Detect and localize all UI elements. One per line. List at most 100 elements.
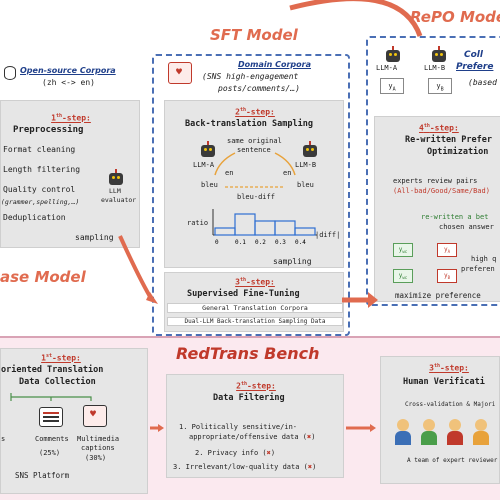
ywc-box-1: ywc [393, 243, 413, 257]
open-source-corpora-header: Open-source Corpora (zh <-> en) [0, 60, 138, 100]
llm-evaluator-label-2: evaluator [101, 196, 137, 204]
sft-sampling-label: sampling [273, 257, 312, 266]
back-translation-arrows [214, 152, 296, 188]
rewritten-title-1: Re-written Prefer [405, 135, 492, 145]
repo-model-title: RePO Mode [410, 8, 500, 26]
item-format-cleaning: Format cleaning [3, 145, 76, 154]
rewritten-title-2: Optimization [427, 147, 489, 157]
bleu-label-b: bleu [297, 181, 314, 189]
llm-evaluator-label-1: LLM [109, 187, 121, 195]
comments-pct-label: (25%) [39, 449, 61, 457]
open-source-corpora-title: Open-source Corpora [20, 66, 116, 75]
multimedia-label-1: Multimedia [77, 435, 120, 443]
sft-finetuning-panel: 3th-step: Supervised Fine-Tuning General… [164, 272, 344, 332]
experts-review-label: experts review pairs [393, 177, 478, 185]
base-model-title: ase Model [0, 268, 86, 286]
domain-corpora-sub-2: posts/comments/…) [218, 84, 300, 93]
item-length-filtering: Length filtering [3, 165, 81, 174]
coll-label: Coll [464, 50, 483, 60]
based-label: (based [468, 78, 497, 87]
open-source-corpora-sub: (zh <-> en) [42, 78, 95, 87]
preprocessing-title: Preprocessing [13, 125, 84, 135]
high-quality-label-1: high q [471, 255, 497, 263]
repo-llm-a-label: LLM-A [376, 64, 398, 72]
bench-step2-label: 2th-step: [236, 381, 276, 391]
llm-a-robot-icon [201, 141, 215, 157]
sft-title: Supervised Fine-Tuning [187, 289, 300, 299]
multimedia-icon: ♥ [83, 405, 107, 427]
repo-llm-a-icon [386, 46, 400, 62]
bench-step1-title-2: Data Collection [19, 377, 96, 387]
llm-b-robot-icon [303, 141, 317, 157]
domain-corpora-header: ♥ Domain Corpora (SNS high-engagement po… [158, 58, 344, 98]
domain-corpora-title: Domain Corpora [238, 60, 311, 69]
filter-item-1b: appropriate/offensive data (✖) [189, 433, 316, 441]
en-label-b: en [283, 169, 292, 177]
sft-step3-label: 3th-step: [235, 277, 275, 287]
sft-panel [152, 54, 350, 336]
diff-axis-label: |diff| [315, 231, 341, 239]
sampling-label: sampling [75, 233, 114, 242]
preprocessing-panel: 1th-step: Preprocessing Format cleaning … [0, 100, 140, 248]
step1-label: 1th-step: [51, 113, 91, 123]
cross-icon: ✖ [307, 433, 312, 441]
same-sentence-label-2: sentence [237, 146, 271, 154]
comments-icon [39, 407, 63, 427]
sns-platform-label: SNS Platform [15, 471, 70, 480]
high-quality-label-2: preferen [461, 265, 495, 273]
en-label-a: en [225, 169, 234, 177]
filter-item-2: 2. Privacy info (✖) [195, 449, 276, 457]
item-deduplication: Deduplication [3, 213, 66, 222]
histogram-tick-label: 0.4 [295, 239, 306, 246]
cross-icon: ✖ [266, 449, 271, 457]
rewritten-preference-panel: 4th-step: Re-written Prefer Optimization… [374, 116, 500, 302]
ya-box: yA [380, 78, 404, 94]
ya-box-1: yA [437, 243, 457, 257]
platform-tree-lines [10, 393, 92, 401]
bench-step3-panel: 3th-step: Human Verificati Cross-validat… [380, 356, 500, 484]
categories-label: (All-bad/Good/Same/Bad) [393, 187, 490, 195]
repo-llm-b-icon [432, 46, 446, 62]
same-sentence-label-1: same original [227, 137, 282, 145]
back-translation-title: Back-translation Sampling [185, 119, 313, 129]
histogram-tick-label: 0.1 [235, 239, 246, 246]
histogram-tick-label: 0.2 [255, 239, 266, 246]
database-icon [4, 66, 16, 80]
prefere-label: Prefere [456, 62, 494, 72]
repo-panel [366, 36, 500, 306]
back-translation-panel: 2th-step: Back-translation Sampling same… [164, 100, 344, 268]
cross-validation-label: Cross-validation & Majori [405, 401, 496, 408]
bench-step2-panel: 2th-step: Data Filtering 1. Politically … [166, 374, 344, 478]
data-filtering-title: Data Filtering [213, 393, 285, 403]
rewritten-label-2: chosen answer [439, 223, 494, 231]
llm-b-label: LLM-B [295, 161, 317, 169]
bench-step1-label: 1st-step: [41, 353, 81, 363]
redtrans-bench-title: RedTrans Bench [176, 344, 320, 363]
item-quality-control: Quality control [3, 185, 76, 194]
bleu-label-a: bleu [201, 181, 218, 189]
multimedia-label-2: captions [81, 444, 115, 452]
ratio-label: ratio [187, 219, 209, 227]
comments-label: Comments [35, 435, 69, 443]
social-post-icon: ♥ [168, 62, 192, 84]
histogram-bar [294, 227, 316, 236]
llm-a-label: LLM-A [193, 161, 215, 169]
cross-icon: ✖ [307, 463, 313, 471]
collect-preference-header: Coll Prefere (based LLM-A LLM-B yA yB [370, 40, 500, 110]
item-quality-detail: (grammer,spelling,…) [1, 198, 80, 206]
maximize-preference-label: maximize preference [395, 291, 481, 300]
ywc-box-2: ywc [393, 269, 413, 283]
bench-step3-label: 3th-step: [429, 363, 469, 373]
robot-icon [109, 169, 123, 185]
rewritten-label-1: re-written a bet [421, 213, 489, 221]
histogram-tick-label: 0.3 [275, 239, 286, 246]
repo-llm-b-label: LLM-B [424, 64, 446, 72]
sft-step2-label: 2th-step: [235, 107, 275, 117]
filter-item-3: 3. Irrelevant/low-quality data (✖) [173, 463, 317, 471]
general-corpora-label: General Translation Corpora [167, 303, 343, 313]
repo-step4-label: 4th-step: [419, 123, 459, 133]
bench-step1-title-1: oriented Translation [1, 365, 104, 375]
